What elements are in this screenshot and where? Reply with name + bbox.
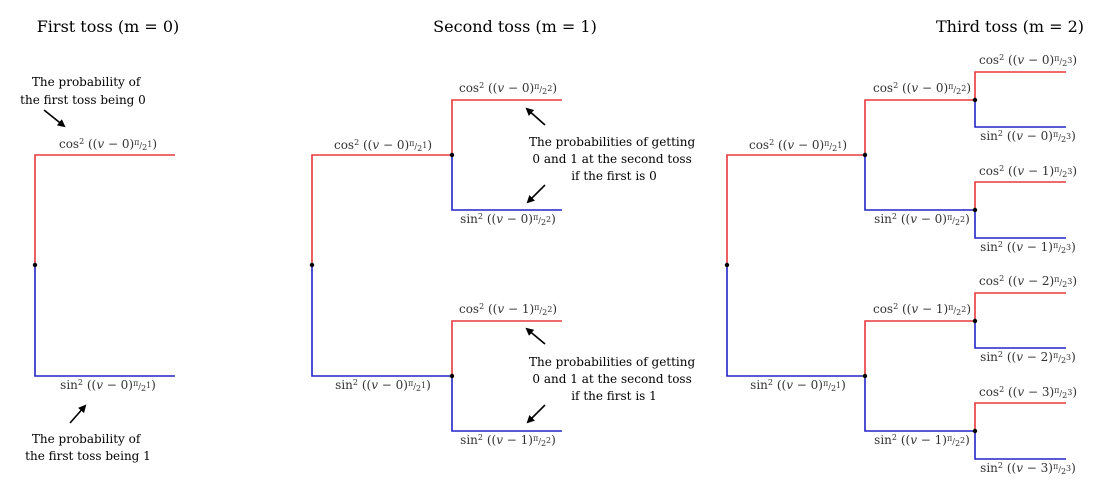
- node-11: [972, 428, 978, 434]
- formula-label: sin2 ((v − 0)π/23): [980, 129, 1076, 145]
- formula-label: cos2 ((v − 2)π/23): [979, 274, 1077, 290]
- formula-label: cos2 ((v − 0)π/21): [749, 138, 847, 154]
- arrow-second-toss-if-1-bottom: [526, 404, 546, 424]
- arrow-second-toss-if-0-bottom: [526, 184, 546, 204]
- branch-01: [451, 155, 562, 211]
- annotation-second-toss-if-1: The probabilities of getting 0 and 1 at …: [529, 355, 699, 403]
- arrow-second-toss-if-0-top: [525, 107, 546, 126]
- formula-label: sin2 ((v − 0)π/21): [750, 378, 846, 394]
- formula-label: cos2 ((v − 0)π/23): [979, 53, 1077, 69]
- arrow-first-toss-0: [43, 109, 66, 128]
- formula-label: sin2 ((v − 0)π/21): [60, 378, 156, 394]
- tree-second-toss: [309, 99, 562, 432]
- formula-label: sin2 ((v − 1)π/22): [460, 433, 556, 449]
- branch-10: [864, 320, 975, 376]
- annotation-second-toss-if-0: The probabilities of getting 0 and 1 at …: [529, 135, 699, 183]
- formula-label: sin2 ((v − 0)π/21): [335, 378, 431, 394]
- formula-label: sin2 ((v − 0)π/22): [460, 212, 556, 228]
- formula-label: cos2 ((v − 0)π/21): [334, 138, 432, 154]
- formula-label: sin2 ((v − 0)π/22): [874, 212, 970, 228]
- formula-label: cos2 ((v − 1)π/22): [459, 302, 557, 318]
- node-10: [972, 318, 978, 324]
- branch-1-first-toss: [34, 265, 175, 377]
- tree-third-toss: [724, 71, 1066, 460]
- root-node: [32, 262, 38, 268]
- formula-label: cos2 ((v − 0)π/21): [59, 137, 157, 153]
- branch-010: [974, 181, 1066, 210]
- branch-1-third-toss-root: [726, 265, 865, 377]
- branch-101: [974, 321, 1066, 349]
- branch-11: [451, 376, 562, 432]
- formula-label: sin2 ((v − 2)π/23): [980, 350, 1076, 366]
- branch-01: [864, 155, 975, 211]
- tree-first-toss: [32, 154, 175, 377]
- formula-labels: cos2 ((v − 0)π/21) sin2 ((v − 0)π/21) co…: [59, 53, 1077, 477]
- formula-label: cos2 ((v − 1)π/22): [873, 302, 971, 318]
- node-1: [862, 373, 868, 379]
- root-node: [309, 262, 315, 268]
- branch-11: [864, 376, 975, 432]
- formula-label: cos2 ((v − 0)π/22): [873, 81, 971, 97]
- branch-10: [451, 320, 562, 376]
- branch-000: [974, 71, 1066, 100]
- node-00: [972, 97, 978, 103]
- branch-0-first-toss: [34, 154, 175, 265]
- branch-0-second-toss-root: [311, 154, 452, 265]
- branch-00: [864, 99, 975, 155]
- annotation-first-toss-1: The probability of the first toss being …: [25, 432, 151, 463]
- branch-011: [974, 210, 1066, 239]
- branch-110: [974, 402, 1066, 431]
- formula-label: cos2 ((v − 1)π/23): [979, 164, 1077, 180]
- formula-label: cos2 ((v − 3)π/23): [979, 385, 1077, 401]
- annotation-first-toss-0: The probability of the first toss being …: [20, 75, 146, 107]
- arrow-second-toss-if-1-top: [525, 327, 546, 345]
- node-1: [449, 373, 455, 379]
- branch-1-second-toss-root: [311, 265, 452, 377]
- formula-label: sin2 ((v − 1)π/22): [874, 433, 970, 449]
- branch-001: [974, 100, 1066, 128]
- arrow-first-toss-1: [69, 404, 87, 424]
- root-node: [724, 262, 730, 268]
- branch-111: [974, 431, 1066, 460]
- node-01: [972, 207, 978, 213]
- node-0: [449, 152, 455, 158]
- branch-0-third-toss-root: [726, 154, 865, 265]
- formula-label: sin2 ((v − 1)π/23): [980, 240, 1076, 256]
- branch-100: [974, 292, 1066, 321]
- title-third-toss: Third toss (m = 2): [936, 17, 1084, 36]
- formula-label: sin2 ((v − 3)π/23): [980, 461, 1076, 477]
- title-second-toss: Second toss (m = 1): [433, 17, 597, 36]
- node-0: [862, 152, 868, 158]
- formula-label: cos2 ((v − 0)π/22): [459, 81, 557, 97]
- branch-00: [451, 99, 562, 155]
- title-first-toss: First toss (m = 0): [37, 17, 180, 36]
